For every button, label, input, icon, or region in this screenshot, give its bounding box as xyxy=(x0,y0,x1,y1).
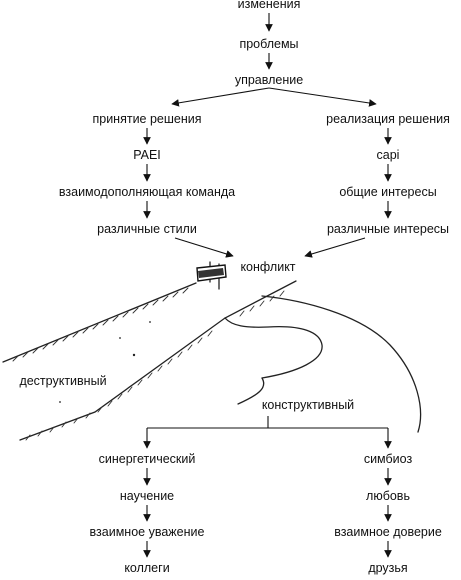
node-different-interests: различные интересы xyxy=(327,222,449,236)
node-different-styles: различные стили xyxy=(97,222,197,236)
node-implementation: реализация решения xyxy=(326,112,450,126)
arrow-management-decision xyxy=(171,87,270,107)
node-constructive: конструктивный xyxy=(262,398,354,412)
node-common-interests: общие интересы xyxy=(339,185,436,199)
node-complementary-team: взаимодополняющая команда xyxy=(59,185,235,199)
signpost-icon xyxy=(196,261,227,290)
node-conflict: конфликт xyxy=(240,260,295,274)
node-destructive: деструктивный xyxy=(19,374,106,388)
node-changes: изменения xyxy=(238,0,301,11)
node-decision-making: принятие решения xyxy=(92,112,201,126)
node-mutual-trust: взаимное доверие xyxy=(334,525,442,539)
node-symbiosis: симбиоз xyxy=(364,452,413,466)
node-colleagues: коллеги xyxy=(124,561,169,575)
node-problems: проблемы xyxy=(239,37,298,51)
road-hatching xyxy=(12,287,285,441)
node-management: управление xyxy=(235,73,303,87)
arrow-management-implementation xyxy=(268,87,377,107)
node-synergetic: синергетический xyxy=(99,452,196,466)
node-learning: научение xyxy=(120,489,174,503)
road-illustration: конфликт xyxy=(2,260,422,441)
arrow-interests-conflict xyxy=(304,237,366,258)
arrow-styles-conflict xyxy=(174,237,234,258)
node-love: любовь xyxy=(366,489,410,503)
node-friends: друзья xyxy=(368,561,407,575)
node-mutual-respect: взаимное уважение xyxy=(90,525,205,539)
node-capi: capi xyxy=(377,148,400,162)
node-paei: PAEI xyxy=(133,148,161,162)
